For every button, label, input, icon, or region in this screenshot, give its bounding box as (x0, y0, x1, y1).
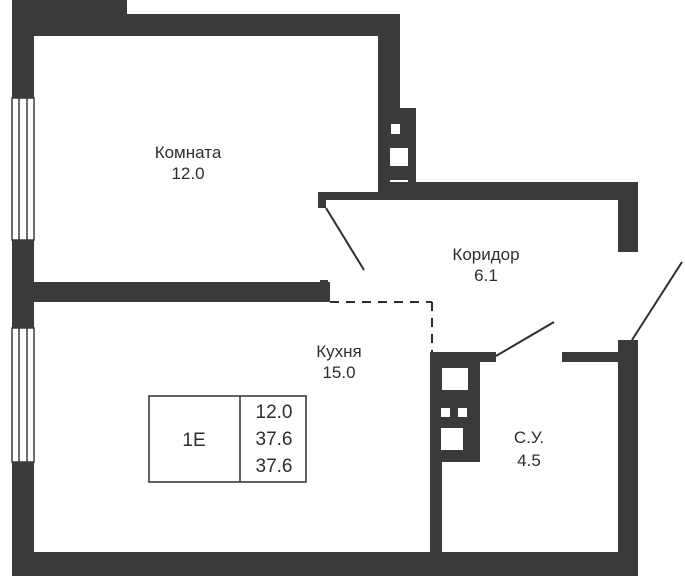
room-name-bathroom: С.У. (514, 428, 544, 447)
wall-left-upper (12, 14, 34, 98)
room-area-corridor: 6.1 (474, 266, 498, 285)
window-left-lower (11, 327, 35, 463)
wall-right-lower (618, 340, 638, 576)
room-name-kitchen: Кухня (316, 342, 362, 361)
apartment-summary-box: 1Е 12.0 37.6 37.6 (148, 395, 307, 483)
room-name-komnata: Комната (155, 143, 222, 162)
room-area-kitchen: 15.0 (322, 363, 355, 382)
walls (11, 0, 638, 576)
summary-box-outline (148, 395, 307, 483)
door-bathroom (495, 321, 555, 357)
wall-top-room (12, 14, 400, 36)
room-name-corridor: Коридор (452, 245, 519, 264)
window-left-upper (11, 97, 35, 241)
apartment-type: 1Е (182, 430, 205, 451)
wall-corridor-top (378, 182, 638, 200)
shaft-cell-2 (390, 148, 408, 166)
shaft-cell-1 (391, 124, 400, 134)
room-area-bathroom: 4.5 (517, 451, 541, 470)
wall-bath-right-stub (562, 352, 628, 362)
total-area-with-balcony: 37.6 (256, 456, 293, 477)
door-room (325, 207, 365, 271)
wall-room-right-notch (378, 90, 386, 108)
bath-shaft-cell-1 (442, 368, 468, 390)
room-area-komnata: 12.0 (171, 164, 204, 183)
total-area: 37.6 (256, 429, 293, 450)
bath-shaft-cell-3 (458, 408, 467, 417)
bath-shaft-cell-4 (441, 428, 463, 450)
wall-left-lower (12, 462, 34, 576)
wall-corridor-top-left (318, 192, 380, 200)
wall-corridor-right (618, 182, 638, 252)
living-area: 12.0 (256, 402, 293, 423)
wall-bottom (12, 552, 638, 576)
bath-shaft-cell-2 (441, 408, 450, 417)
wall-room-kitchen (12, 282, 330, 302)
door-entrance (631, 261, 683, 341)
zone-boundary-dashed (330, 301, 433, 352)
wall-room-kitchen-stub (320, 280, 328, 302)
wall-corridor-stub (318, 192, 326, 208)
doors (325, 207, 683, 357)
